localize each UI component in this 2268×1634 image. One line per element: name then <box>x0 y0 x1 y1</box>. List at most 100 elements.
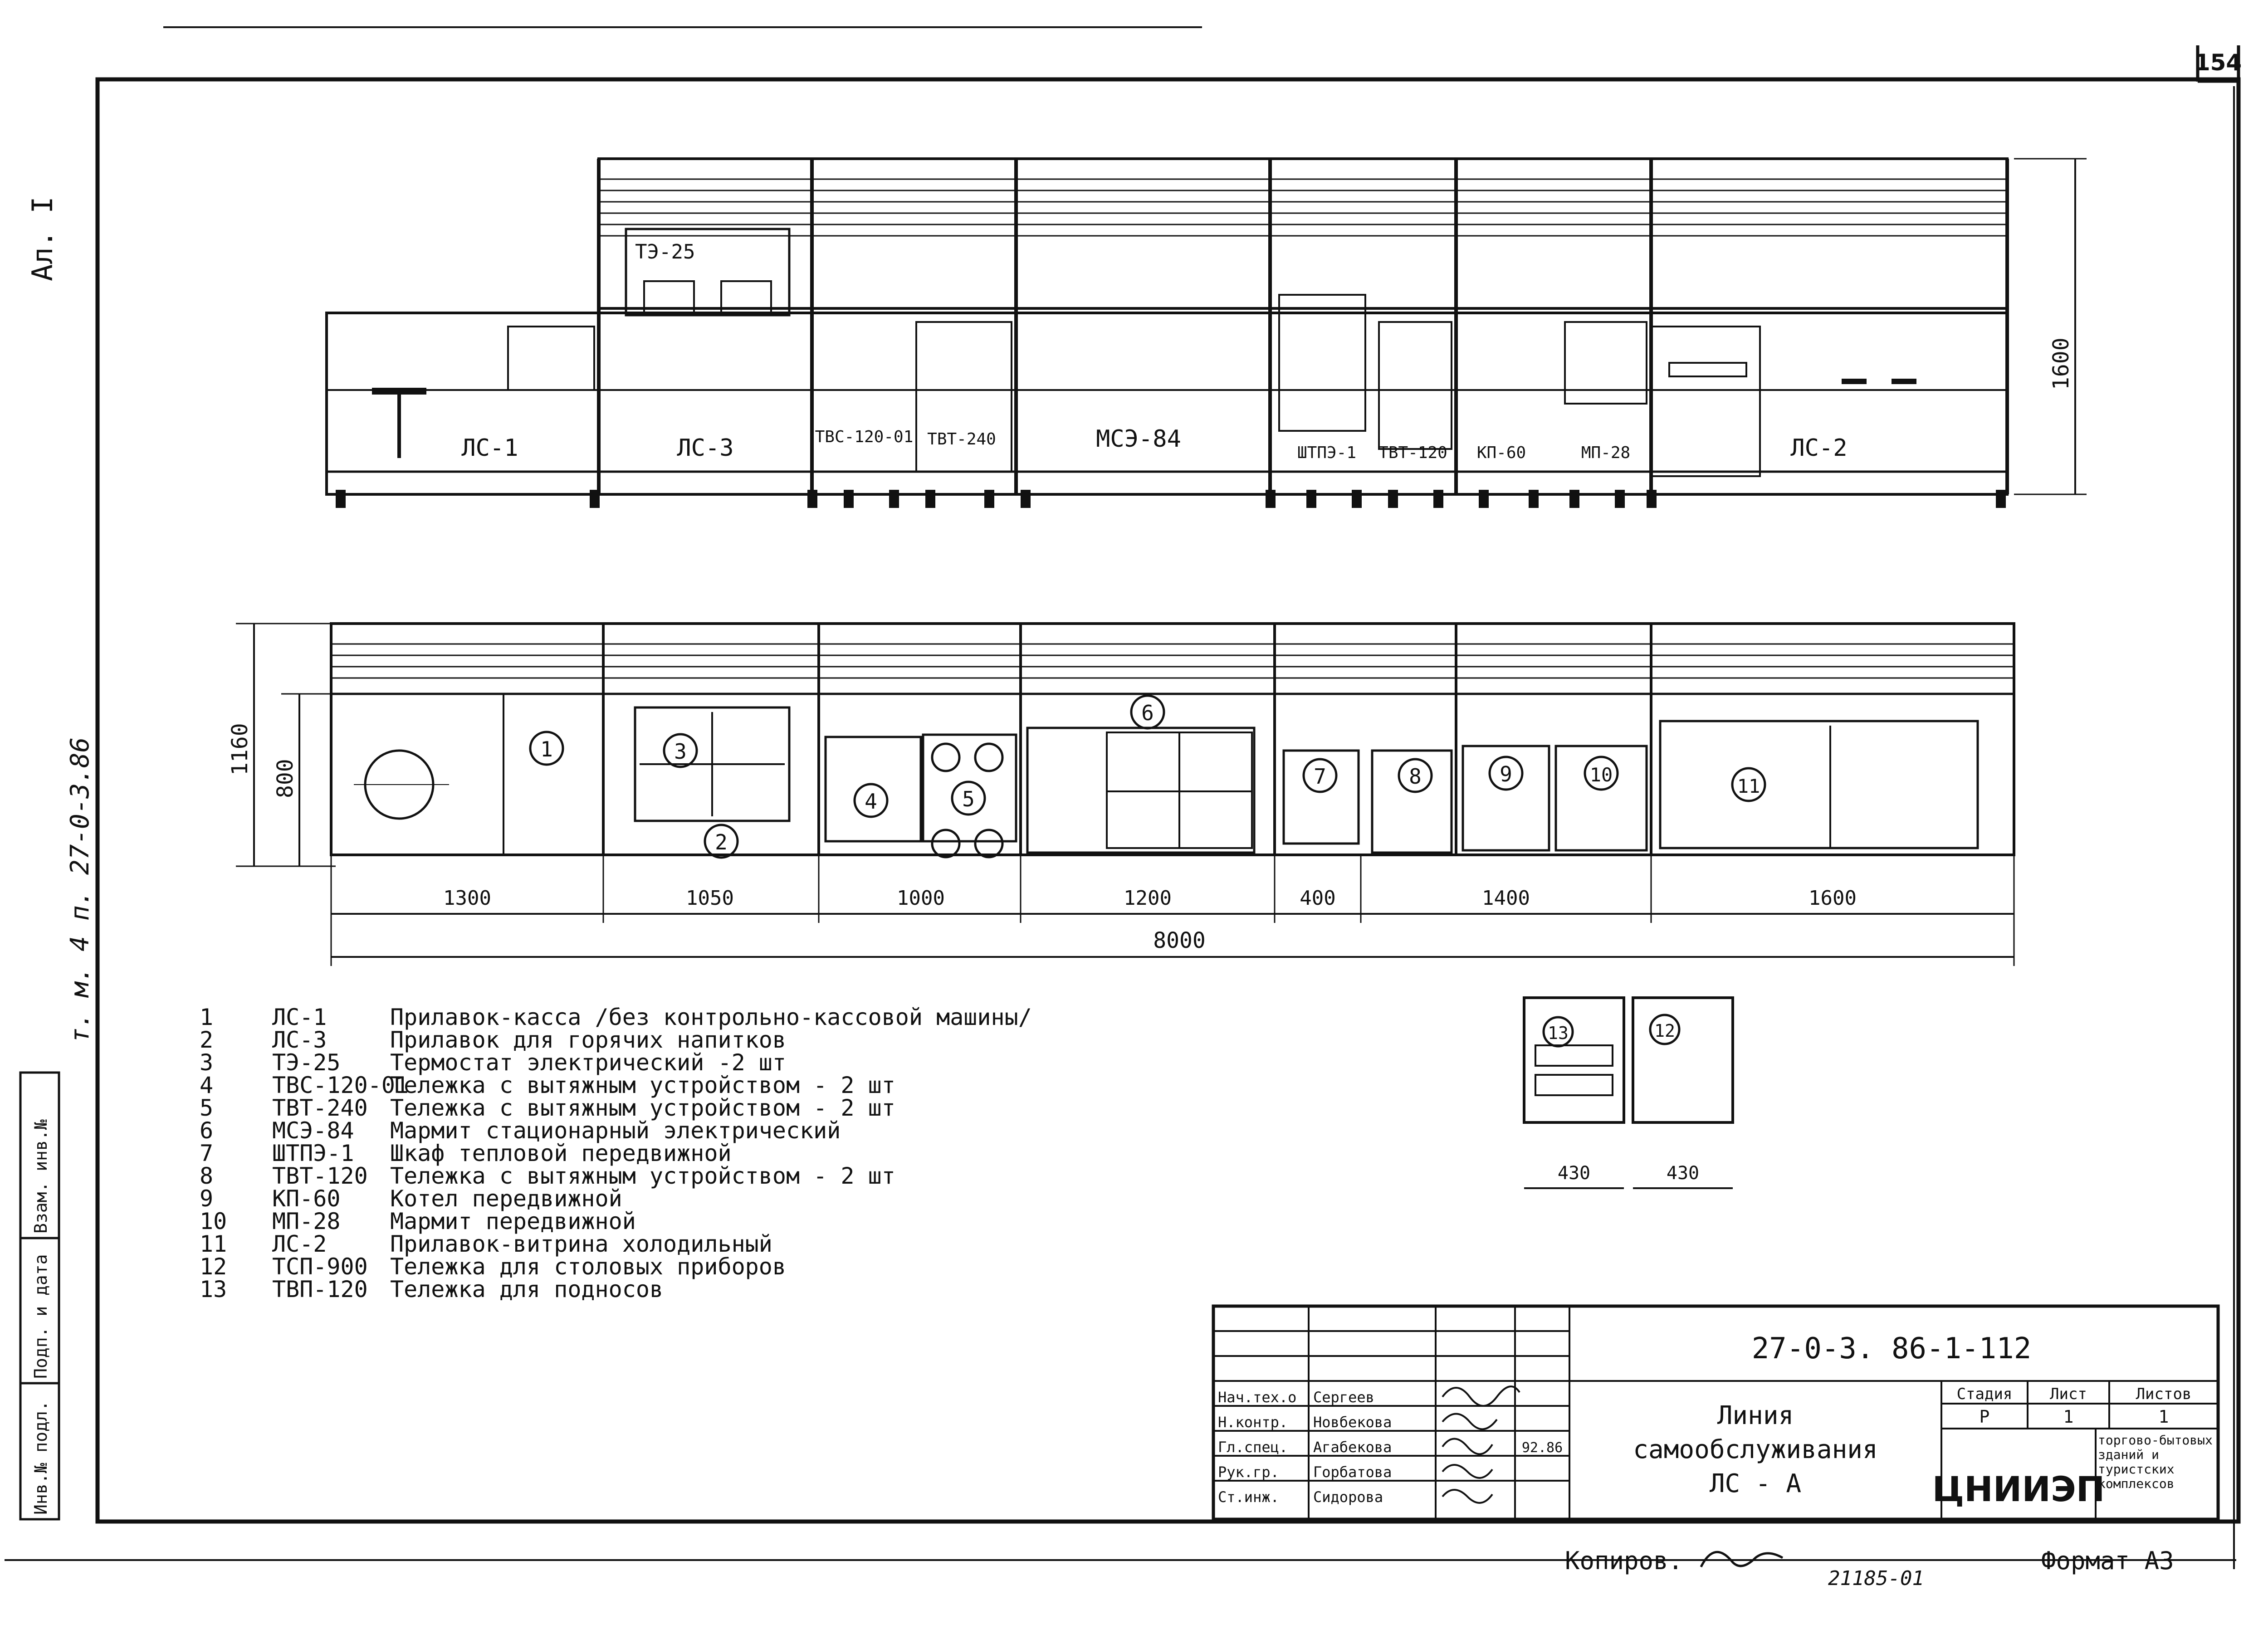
plan-view: 1 2 3 4 5 6 7 8 9 10 11 12 13 <box>227 622 2015 1189</box>
plan-total-dim: 8000 <box>1153 928 1206 953</box>
format-label: Формат А3 <box>2041 1546 2174 1575</box>
plan-marker: 12 <box>1654 1021 1675 1041</box>
svg-text:13: 13 <box>200 1276 227 1302</box>
svg-text:5: 5 <box>200 1095 213 1121</box>
plan-depth-dim: 800 <box>273 759 298 798</box>
plan-marker: 11 <box>1737 775 1760 797</box>
svg-text:Тележка с вытяжным устройством: Тележка с вытяжным устройством - 2 шт <box>390 1095 895 1121</box>
svg-text:7: 7 <box>200 1140 213 1166</box>
side-note: т. м. 4 п. 27-0-3.86 <box>65 737 95 1043</box>
copied-label: Копиров. <box>1565 1546 1683 1575</box>
role-cell: Гл.спец. <box>1218 1439 1288 1456</box>
svg-text:ЛС-1: ЛС-1 <box>272 1004 327 1030</box>
elev-unit-label: ТВТ-120 <box>1378 444 1447 462</box>
svg-text:ТСП-900: ТСП-900 <box>272 1254 368 1280</box>
plan-markers: 1 2 3 4 5 6 7 8 9 10 11 12 13 <box>529 694 1766 1048</box>
stage-header: Стадия <box>1957 1385 2013 1403</box>
svg-text:Мармит стационарный электричес: Мармит стационарный электрический <box>390 1117 841 1144</box>
doc-code: 27-0-3. 86-1-112 <box>1752 1332 2032 1366</box>
date-cell: 92.86 <box>1522 1440 1563 1456</box>
svg-text:4: 4 <box>200 1072 213 1098</box>
person-cell: Сидорова <box>1313 1488 1383 1506</box>
svg-text:3: 3 <box>200 1049 213 1076</box>
stage-value: Р <box>1980 1407 1990 1427</box>
page-number: 154 <box>2195 49 2242 76</box>
plan-extra-dim: 430 <box>1558 1163 1590 1184</box>
svg-text:МСЭ-84: МСЭ-84 <box>272 1117 354 1144</box>
svg-text:ТВТ-240: ТВТ-240 <box>272 1095 368 1121</box>
stage-value: 1 <box>2063 1407 2074 1427</box>
plan-marker: 8 <box>1409 764 1422 789</box>
elev-top-label: ТЭ-25 <box>635 240 695 263</box>
plan-dim: 1050 <box>686 887 734 910</box>
doc-name-line: самообслуживания <box>1633 1435 1877 1464</box>
elev-unit-label: КП-60 <box>1477 444 1526 462</box>
plan-marker: 5 <box>962 787 975 811</box>
stage-header: Листов <box>2136 1385 2192 1403</box>
legend-row: 12 ТСП-900 Тележка для столовых приборов <box>200 1254 786 1280</box>
plan-dim: 1000 <box>897 887 945 910</box>
front-elevation: ТЭ-25 ЛС-1 ЛС-3 ТВС-120-01 ТВ <box>325 157 2087 508</box>
plan-dim: 1400 <box>1482 887 1530 910</box>
doc-name-line: ЛС - А <box>1710 1469 1801 1498</box>
sheet-frame <box>5 26 2241 1569</box>
plan-dim: 1300 <box>443 887 491 910</box>
svg-text:Прилавок для горячих напитков: Прилавок для горячих напитков <box>390 1027 786 1053</box>
svg-text:МП-28: МП-28 <box>272 1208 341 1234</box>
elev-unit-label: ЛС-1 <box>461 434 518 462</box>
role-cell: Нач.тех.о <box>1218 1389 1296 1406</box>
doc-number: 21185-01 <box>1828 1567 1924 1590</box>
stage-value: 1 <box>2159 1407 2169 1427</box>
svg-text:ТВТ-120: ТВТ-120 <box>272 1163 368 1189</box>
stamp-text-2: Подп. и дата <box>31 1254 51 1379</box>
elev-unit-label: ЛС-3 <box>677 434 733 462</box>
svg-text:1: 1 <box>200 1004 213 1030</box>
svg-text:Мармит передвижной: Мармит передвижной <box>390 1208 636 1234</box>
person-cell: Сергеев <box>1313 1389 1374 1406</box>
legend-row: 10 МП-28 Мармит передвижной <box>200 1208 636 1234</box>
plan-marker: 13 <box>1548 1023 1569 1043</box>
org-name: ЦНИИЭП <box>1932 1469 2105 1509</box>
svg-text:ТВП-120: ТВП-120 <box>272 1276 368 1302</box>
plan-marker: 6 <box>1141 701 1154 725</box>
plan-extra-dim: 430 <box>1667 1163 1699 1184</box>
svg-text:Тележка с вытяжным устройством: Тележка с вытяжным устройством - 2 шт <box>390 1163 895 1189</box>
person-cell: Горбатова <box>1313 1463 1392 1481</box>
svg-text:Прилавок-витрина холодильный: Прилавок-витрина холодильный <box>390 1231 772 1257</box>
role-cell: Рук.гр. <box>1218 1463 1279 1481</box>
person-cell: Агабекова <box>1313 1439 1392 1456</box>
plan-marker: 7 <box>1314 764 1326 789</box>
person-cell: Новбекова <box>1313 1414 1392 1431</box>
svg-text:ТВС-120-01: ТВС-120-01 <box>272 1072 409 1098</box>
legend-row: 5 ТВТ-240 Тележка с вытяжным устройством -… <box>200 1095 895 1121</box>
stamp-text-3: Взам. инв.№ <box>31 1119 51 1234</box>
elev-unit-label: ТВТ-240 <box>927 430 996 449</box>
elev-unit-label: ЛС-2 <box>1790 434 1847 462</box>
elev-unit-label: МП-28 <box>1581 444 1630 462</box>
svg-text:12: 12 <box>200 1254 227 1280</box>
svg-text:Тележка с вытяжным устройством: Тележка с вытяжным устройством - 2 шт <box>390 1072 895 1098</box>
plan-dim: 1200 <box>1124 887 1172 910</box>
svg-text:Термостат электрический -2 шт: Термостат электрический -2 шт <box>390 1049 786 1076</box>
svg-text:8: 8 <box>200 1163 213 1189</box>
svg-text:Тележка для столовых приборов: Тележка для столовых приборов <box>390 1254 786 1280</box>
plan-marker: 9 <box>1500 762 1512 786</box>
svg-text:КП-60: КП-60 <box>272 1185 341 1212</box>
svg-text:ЛС-2: ЛС-2 <box>272 1231 327 1257</box>
svg-text:2: 2 <box>200 1027 213 1053</box>
doc-name-line: Линия <box>1717 1401 1794 1430</box>
svg-text:9: 9 <box>200 1185 213 1212</box>
footer: Копиров. 21185-01 Формат А3 <box>1565 1546 2174 1590</box>
plan-marker: 4 <box>865 789 877 814</box>
elev-unit-label: ШТПЭ-1 <box>1297 444 1356 462</box>
svg-text:10: 10 <box>200 1208 227 1234</box>
